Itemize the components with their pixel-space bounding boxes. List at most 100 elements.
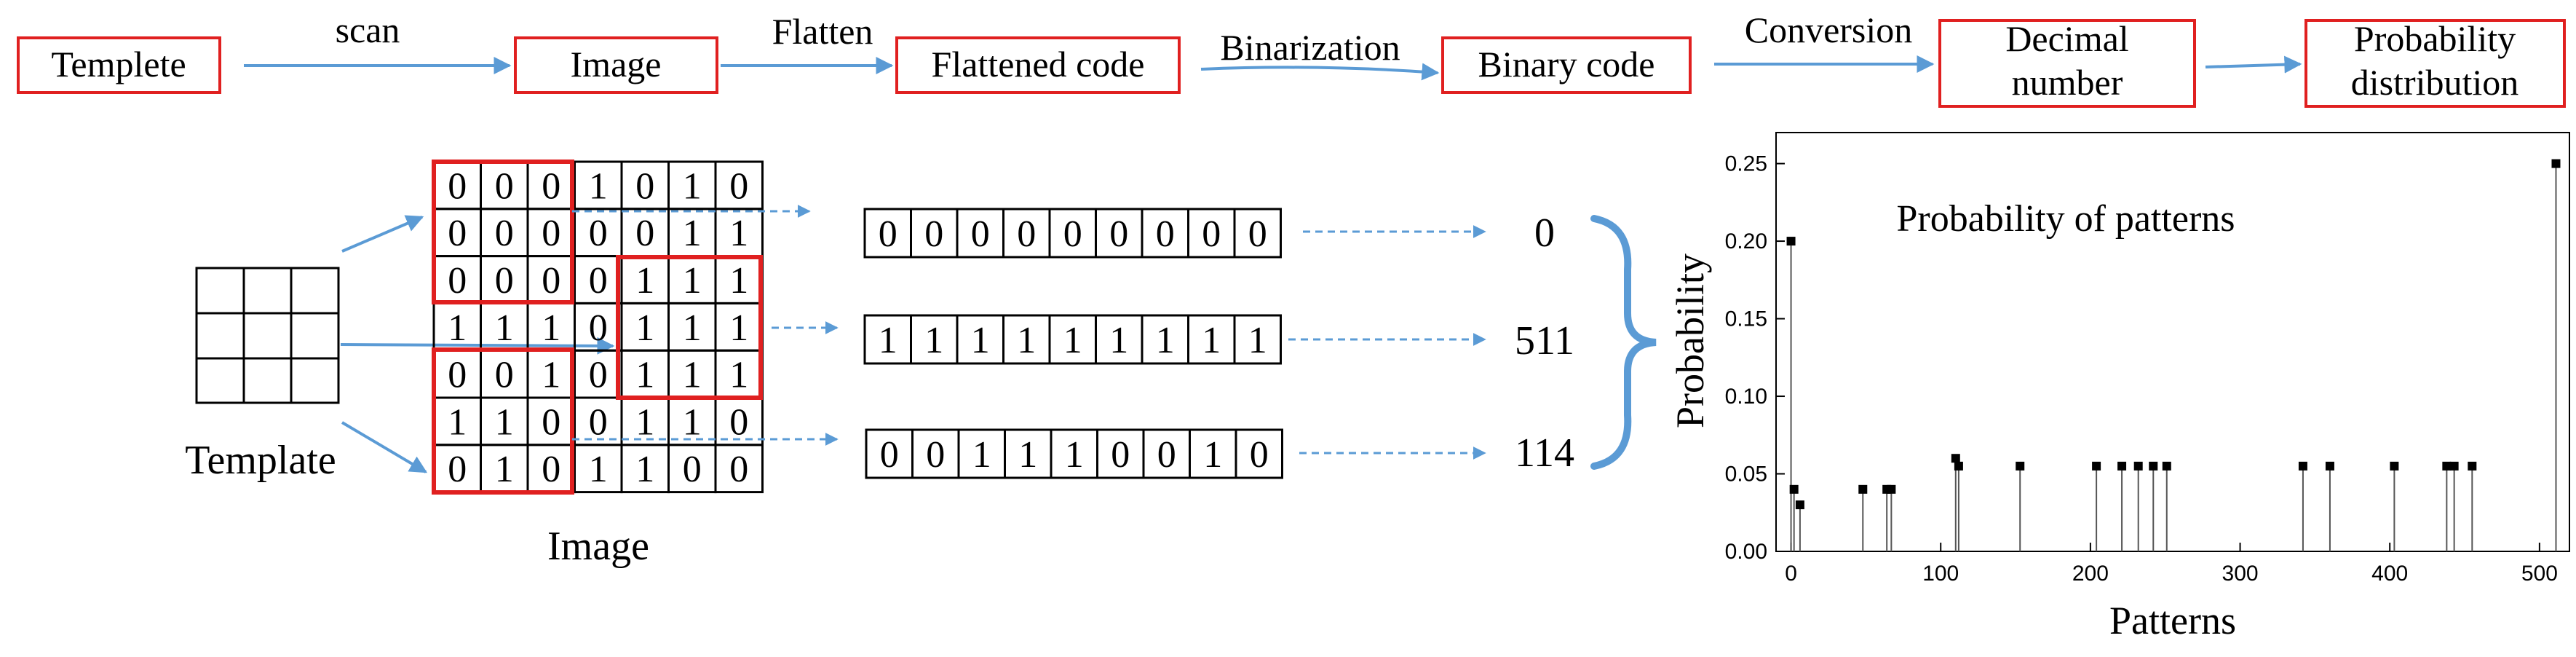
image-cell-value: 1: [683, 307, 702, 349]
code-cell-value: 0: [1109, 213, 1128, 255]
image-cell-value: 1: [542, 355, 560, 396]
image-cell-value: 0: [589, 355, 608, 396]
probability-chart: Probability of patterns 0.000.050.100.15…: [1668, 132, 2570, 642]
chart-data-point: [2390, 461, 2399, 471]
chart-x-tick-label: 400: [2371, 562, 2408, 586]
chart-data-point: [1789, 484, 1799, 494]
chart-data-point: [2551, 159, 2561, 168]
flow-box-image-label: Image: [571, 44, 662, 84]
decimal-value-0: 0: [1534, 211, 1555, 256]
chart-data-point: [2133, 461, 2143, 471]
image-cell-value: 0: [495, 260, 514, 302]
image-cell-value: 1: [635, 401, 654, 443]
flow-arrow-conversion-label: Conversion: [1745, 9, 1913, 50]
decimal-value-511: 511: [1515, 318, 1574, 363]
image-cell-value: 0: [542, 260, 560, 302]
chart-y-tick-label: 0.15: [1725, 307, 1767, 331]
image-cell-value: 0: [542, 449, 560, 490]
code-cell: [1235, 428, 1283, 479]
image-cell-value: 0: [635, 165, 654, 207]
decimal-value-114: 114: [1515, 430, 1574, 476]
code-cell-value: 1: [1017, 320, 1036, 361]
code-cell-value: 0: [1157, 434, 1176, 476]
code-cell-value: 1: [971, 320, 990, 361]
image-cell-value: 0: [448, 355, 467, 396]
image-cell-value: 1: [448, 307, 467, 349]
image-cell-value: 1: [683, 355, 702, 396]
flow-arrow-scan-label: scan: [336, 9, 400, 50]
chart-data-point: [2149, 461, 2158, 471]
image-cell-value: 0: [495, 355, 514, 396]
flow-box-probability-distribution-line2: distribution: [2351, 62, 2519, 103]
chart-data-point: [2442, 461, 2452, 471]
code-cell-value: 0: [1017, 213, 1036, 255]
image-cell-value: 1: [683, 260, 702, 302]
chart-x-tick-label: 300: [2222, 562, 2259, 586]
image-cell-value: 0: [448, 213, 467, 254]
window-bottom-left: [432, 347, 574, 495]
chart-y-ticks: 0.000.050.100.150.200.25: [1725, 152, 1785, 564]
flow-arrow-flatten: Flatten: [721, 11, 894, 74]
code-cell-value: 0: [1156, 213, 1175, 255]
image-window-highlights: [432, 160, 763, 495]
image-cell-value: 1: [683, 401, 702, 443]
image-cell-value: 1: [683, 213, 702, 254]
chart-title: Probability of patterns: [1896, 198, 2235, 240]
image-cell: [714, 444, 764, 494]
chart-y-tick-label: 0.25: [1725, 152, 1767, 176]
image-cell-value: 0: [729, 449, 748, 490]
image-cell-value: 1: [729, 355, 748, 396]
chart-y-label: Probability: [1668, 253, 1712, 428]
flow-box-template-label: Templete: [51, 44, 186, 84]
chart-y-tick-label: 0.20: [1725, 229, 1767, 253]
code-cell-value: 0: [926, 434, 945, 476]
image-cell-value: 1: [635, 449, 654, 490]
chart-data-point: [1858, 484, 1868, 494]
image-cell-value: 0: [495, 165, 514, 207]
flow-row: Templete Image Flattened code Binary cod…: [17, 9, 2566, 108]
image-cell-value: 0: [542, 165, 560, 207]
image-cell-value: 0: [589, 260, 608, 302]
code-cell-value: 1: [924, 320, 943, 361]
image-cell-value: 1: [542, 307, 560, 349]
code-to-decimal-connectors: [1288, 225, 1486, 460]
flow-arrow-flatten-label: Flatten: [772, 11, 873, 52]
flow-box-binary-code: Binary code: [1441, 36, 1692, 94]
chart-y-tick-label: 0.10: [1725, 385, 1767, 409]
flow-arrow-scan: scan: [244, 9, 512, 74]
code-cell-value: 0: [879, 213, 897, 255]
flow-box-probability-distribution-line1: Probability: [2354, 18, 2516, 59]
flow-box-decimal-number: Decimal number: [1938, 18, 2196, 108]
template-label: Template: [185, 438, 336, 483]
code-cell-value: 1: [1156, 320, 1175, 361]
image-cell-value: 0: [729, 401, 748, 443]
chart-data-point: [2117, 461, 2127, 471]
code-cell: [1233, 314, 1282, 365]
image-cell-value: 1: [448, 401, 467, 443]
right-brace: [1590, 215, 1657, 470]
image-to-code-connectors: [572, 205, 839, 446]
chart-data-point: [1887, 484, 1896, 494]
chart-data-point: [2468, 461, 2477, 471]
chart-data-point: [2325, 461, 2334, 471]
chart-x-tick-label: 500: [2521, 562, 2558, 586]
code-cell-value: 0: [880, 434, 899, 476]
chart-data-point: [1795, 500, 1804, 510]
code-cell-value: 1: [1063, 320, 1082, 361]
image-cell-value: 0: [589, 307, 608, 349]
image-cell-value: 1: [495, 401, 514, 443]
code-cell-value: 1: [879, 320, 897, 361]
image-cell-value: 0: [683, 449, 702, 490]
chart-x-tick-label: 100: [1922, 562, 1959, 586]
window-top-left: [432, 160, 574, 304]
image-cell-value: 0: [448, 260, 467, 302]
chart-x-tick-label: 0: [1785, 562, 1797, 586]
image-cell-value: 0: [542, 401, 560, 443]
code-cell-value: 0: [1250, 434, 1269, 476]
